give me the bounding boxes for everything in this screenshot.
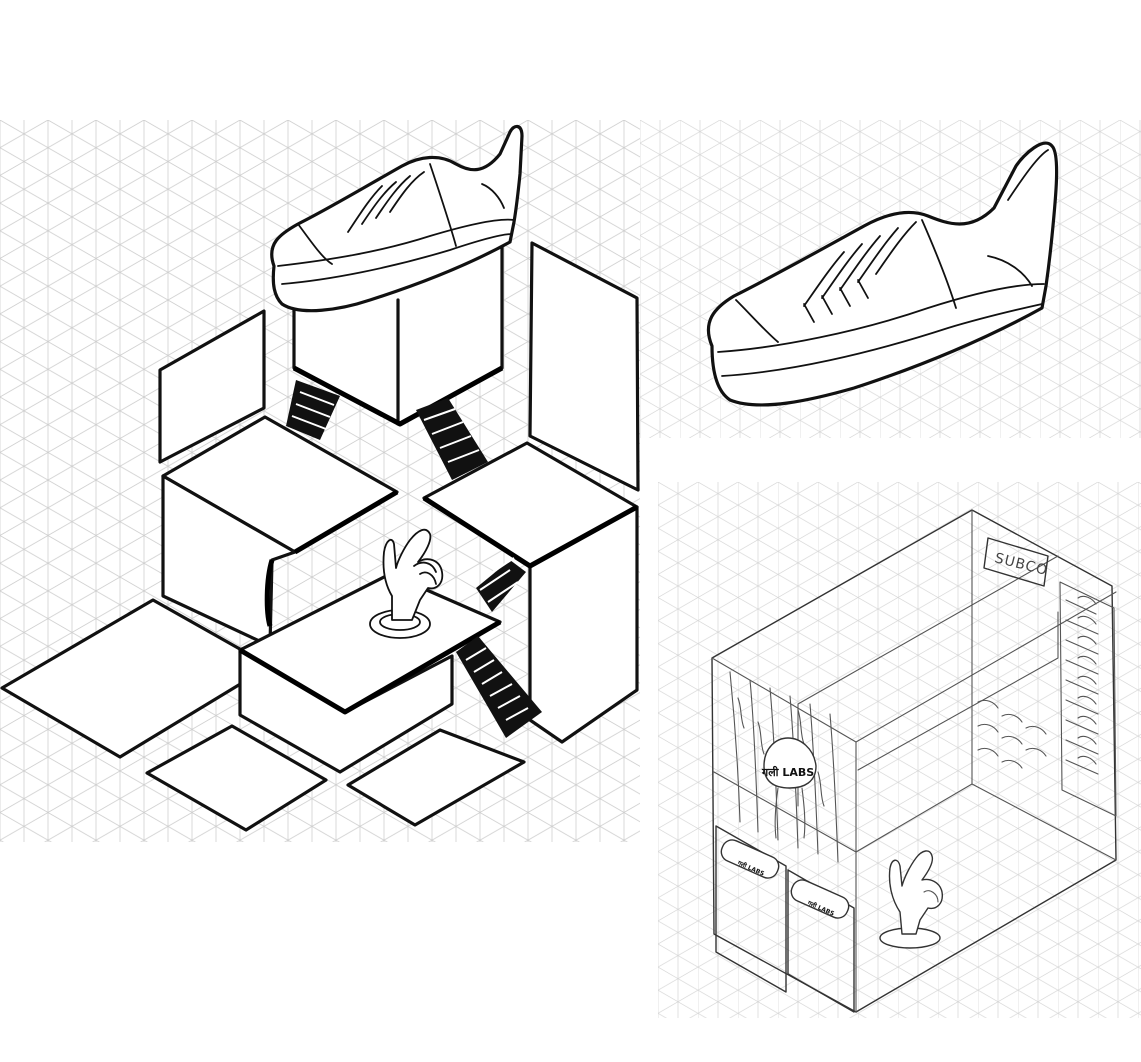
counter-left (715, 825, 787, 993)
counter-right (787, 869, 855, 1013)
stairs-middle-right (476, 557, 526, 612)
sneaker-on-podium (270, 124, 524, 313)
store-sign-board (983, 537, 1049, 587)
stairs-front (456, 636, 542, 738)
stage-sketch-drawing (0, 120, 640, 842)
store-hand-sculpture (879, 850, 943, 949)
bust-brand-label: गली LABS (761, 765, 814, 779)
bust-display (763, 737, 817, 839)
floor-tile-front-right (346, 728, 526, 827)
sneaker-sketch-drawing (640, 120, 1141, 438)
wall-panel-right (528, 241, 640, 492)
stairs-top-right (416, 398, 488, 480)
stairs-top-left (286, 380, 340, 440)
shoe-wall (977, 581, 1117, 817)
store-sketch-drawing: SUBCO गली LABS (658, 482, 1141, 1018)
sneaker-sketch-panel (640, 120, 1141, 438)
sneaker-large (706, 141, 1059, 407)
stage-sketch-panel (0, 120, 640, 842)
podium-middle-left-side (161, 474, 297, 648)
hand-sculpture (369, 528, 444, 639)
store-sketch-panel: SUBCO गली LABS (658, 482, 1141, 1018)
floor-tile-front-left (145, 724, 328, 832)
wall-panel-left (158, 309, 266, 464)
